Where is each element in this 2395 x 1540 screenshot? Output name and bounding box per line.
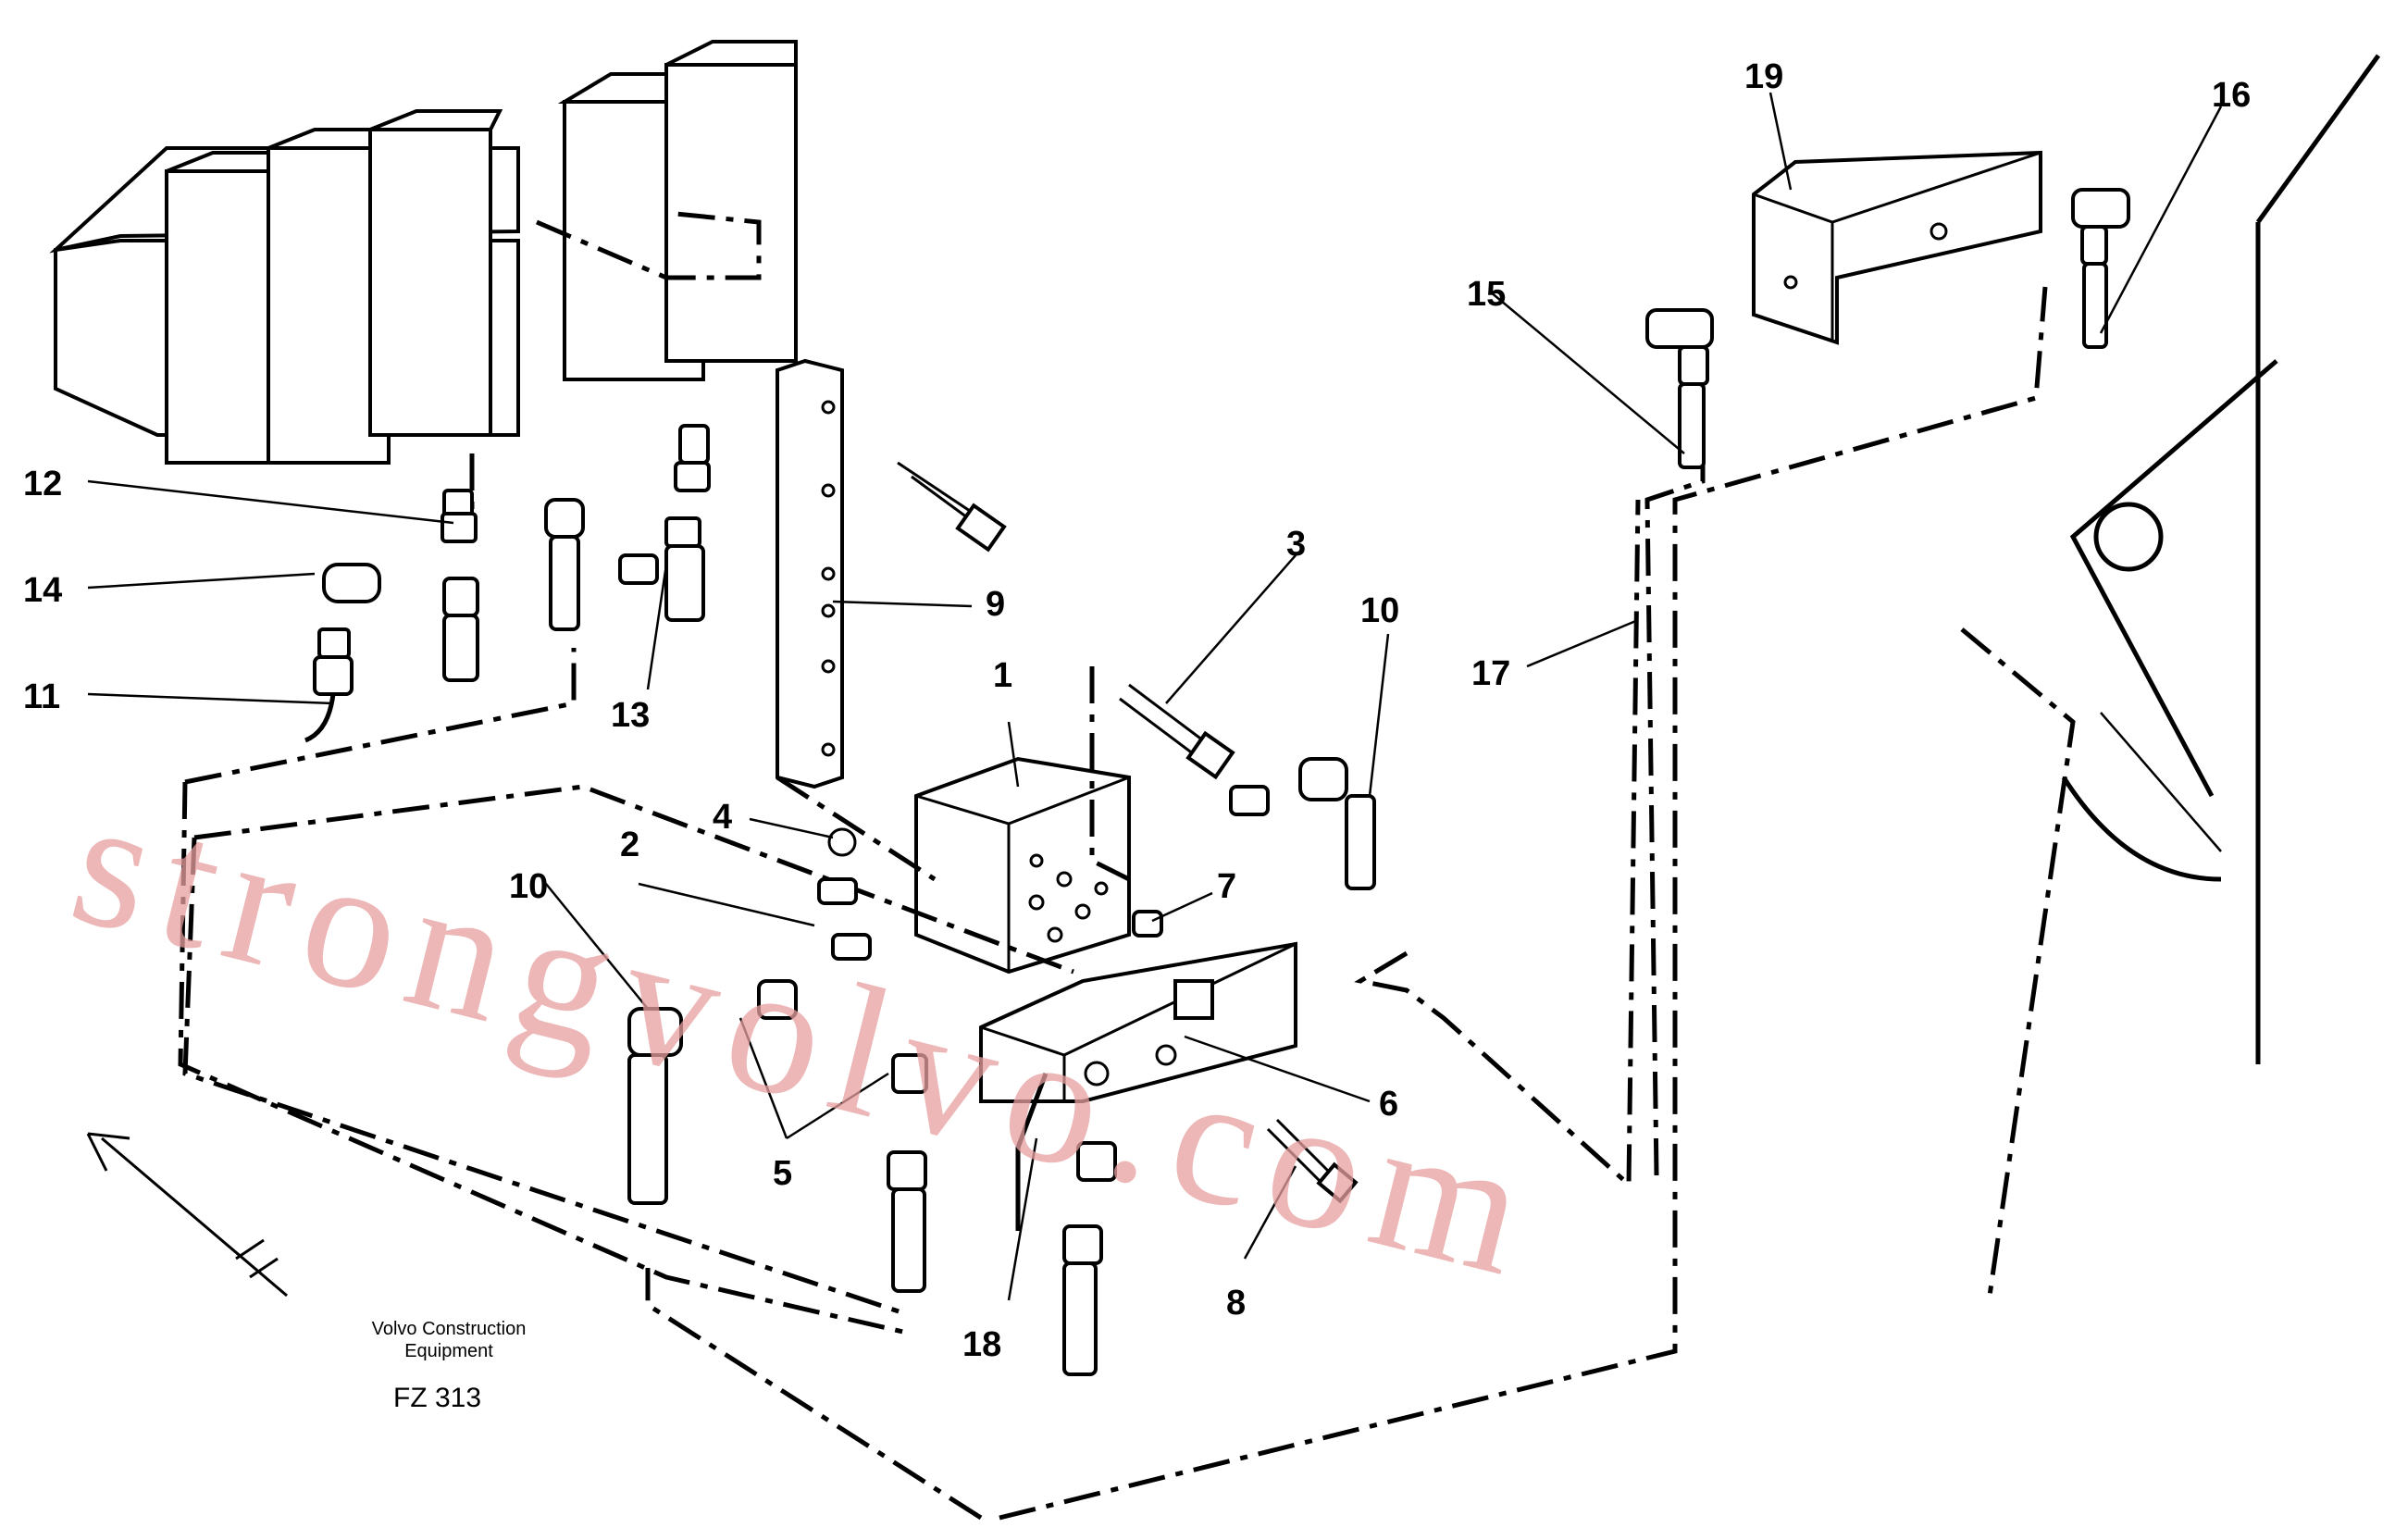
callout-5: 5 bbox=[773, 1154, 792, 1193]
callout-11: 11 bbox=[23, 677, 60, 716]
callout-1: 1 bbox=[993, 656, 1012, 695]
caption-line2: Equipment bbox=[404, 1341, 493, 1361]
callout-4: 4 bbox=[713, 798, 732, 837]
valve-bank bbox=[49, 40, 798, 465]
callout-17: 17 bbox=[1471, 654, 1510, 693]
callout-6: 6 bbox=[1379, 1085, 1398, 1124]
callout-13: 13 bbox=[611, 696, 650, 735]
callout-19: 19 bbox=[1744, 57, 1783, 96]
drilled-bar bbox=[776, 358, 844, 789]
caption-line1: Volvo Construction bbox=[372, 1319, 527, 1339]
screw bbox=[1266, 1118, 1359, 1204]
callout-16: 16 bbox=[2212, 76, 2251, 115]
callout-10-right: 10 bbox=[1360, 591, 1399, 630]
caption: Volvo Construction Equipment FZ 313 bbox=[372, 1319, 527, 1413]
machine-frame bbox=[1960, 54, 2381, 1297]
pilot-block bbox=[1752, 150, 2042, 345]
drawing-code: FZ 313 bbox=[393, 1383, 481, 1413]
callout-numbers: 1 2 3 4 5 6 7 8 9 10 10 11 12 13 14 15 1… bbox=[23, 57, 2251, 1364]
hose-routes bbox=[178, 286, 2048, 1521]
long-bolt bbox=[1119, 683, 1235, 780]
callout-12: 12 bbox=[23, 465, 62, 503]
fittings bbox=[304, 188, 2130, 1376]
watermark: strongvolvo.com bbox=[55, 757, 1558, 1318]
callout-10-left: 10 bbox=[509, 867, 548, 906]
callout-3: 3 bbox=[1286, 525, 1306, 564]
callout-7: 7 bbox=[1217, 867, 1236, 906]
callout-15: 15 bbox=[1467, 275, 1506, 314]
callout-14: 14 bbox=[23, 571, 62, 610]
callout-2: 2 bbox=[620, 826, 639, 864]
callout-9: 9 bbox=[986, 585, 1005, 624]
solenoid-valve bbox=[979, 941, 1297, 1103]
distribution-block bbox=[914, 756, 1131, 975]
leader-lines bbox=[87, 92, 2223, 1301]
callout-18: 18 bbox=[962, 1325, 1001, 1364]
callout-8: 8 bbox=[1226, 1284, 1246, 1323]
direction-arrow bbox=[86, 1132, 288, 1298]
bolt bbox=[897, 461, 1007, 553]
